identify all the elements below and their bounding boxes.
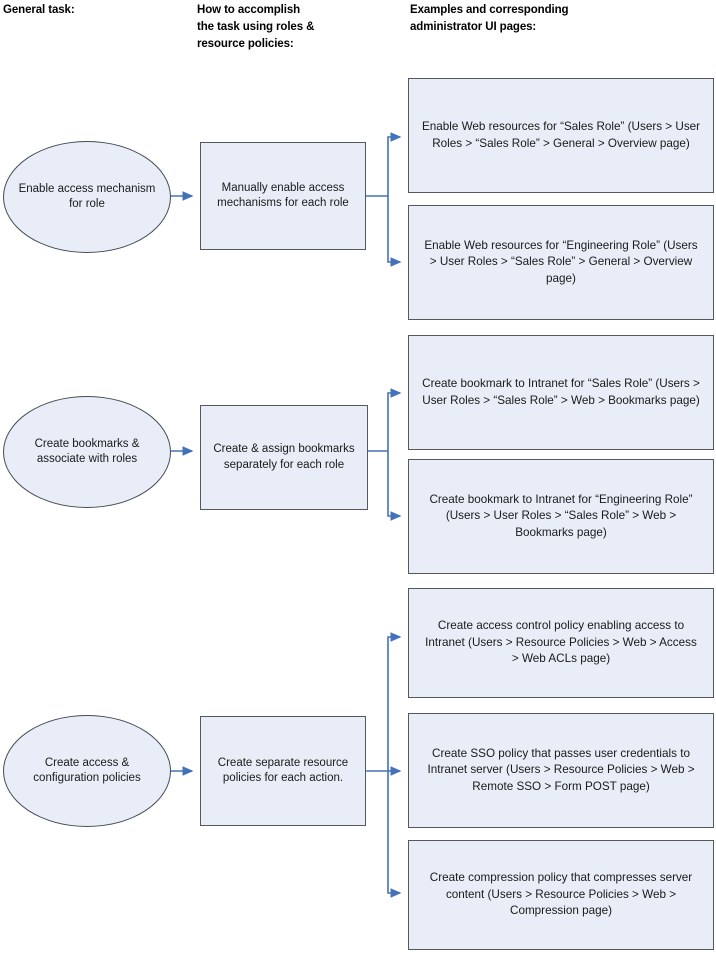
task-ellipse-row2[interactable]: Create bookmarks & associate with roles xyxy=(3,396,171,508)
method-box-row2-label: Create & assign bookmarks separately for… xyxy=(213,443,355,471)
example-box-row3-1[interactable]: Create access control policy enabling ac… xyxy=(408,588,714,698)
example-box-row3-3[interactable]: Create compression policy that compresse… xyxy=(408,840,714,950)
method-box-row1[interactable]: Manually enable access mechanisms for ea… xyxy=(200,142,366,250)
method-box-row2[interactable]: Create & assign bookmarks separately for… xyxy=(200,405,368,510)
example-box-row1-2[interactable]: Enable Web resources for “Engineering Ro… xyxy=(408,205,714,320)
example-box-row2-1[interactable]: Create bookmark to Intranet for “Sales R… xyxy=(408,335,714,450)
task-ellipse-row1-label: Enable access mechanism for role xyxy=(18,182,156,211)
example-box-row3-3-label: Create compression policy that compresse… xyxy=(429,871,693,918)
task-ellipse-row3[interactable]: Create access & configuration policies xyxy=(3,715,171,827)
example-box-row2-2-label: Create bookmark to Intranet for “Enginee… xyxy=(429,492,693,539)
example-box-row1-2-label: Enable Web resources for “Engineering Ro… xyxy=(424,238,698,285)
column-header-general-task: General task: xyxy=(3,4,75,16)
connector-row3-method-to-examples xyxy=(366,632,402,898)
task-ellipse-row2-label: Create bookmarks & associate with roles xyxy=(34,437,140,466)
example-box-row2-1-label: Create bookmark to Intranet for “Sales R… xyxy=(422,377,700,407)
method-box-row3-label: Create separate resource policies for ea… xyxy=(217,756,349,785)
task-ellipse-row1[interactable]: Enable access mechanism for role xyxy=(3,141,171,253)
example-box-row3-2[interactable]: Create SSO policy that passes user crede… xyxy=(408,713,714,828)
task-ellipse-row3-label: Create access & configuration policies xyxy=(33,756,141,785)
column-header-how-to-accomplish: How to accomplish the task using roles &… xyxy=(197,4,315,50)
connector-row1-method-to-examples xyxy=(366,132,402,267)
method-box-row3[interactable]: Create separate resource policies for ea… xyxy=(200,716,366,826)
example-box-row1-1-label: Enable Web resources for “Sales Role” (U… xyxy=(421,120,701,150)
example-box-row1-1[interactable]: Enable Web resources for “Sales Role” (U… xyxy=(408,78,714,193)
method-box-row1-label: Manually enable access mechanisms for ea… xyxy=(217,181,349,210)
example-box-row3-1-label: Create access control policy enabling ac… xyxy=(425,619,697,666)
column-header-examples: Examples and corresponding administrator… xyxy=(410,4,569,33)
example-box-row3-2-label: Create SSO policy that passes user crede… xyxy=(427,746,695,793)
example-box-row2-2[interactable]: Create bookmark to Intranet for “Enginee… xyxy=(408,459,714,574)
connector-row2-method-to-examples xyxy=(368,388,402,521)
